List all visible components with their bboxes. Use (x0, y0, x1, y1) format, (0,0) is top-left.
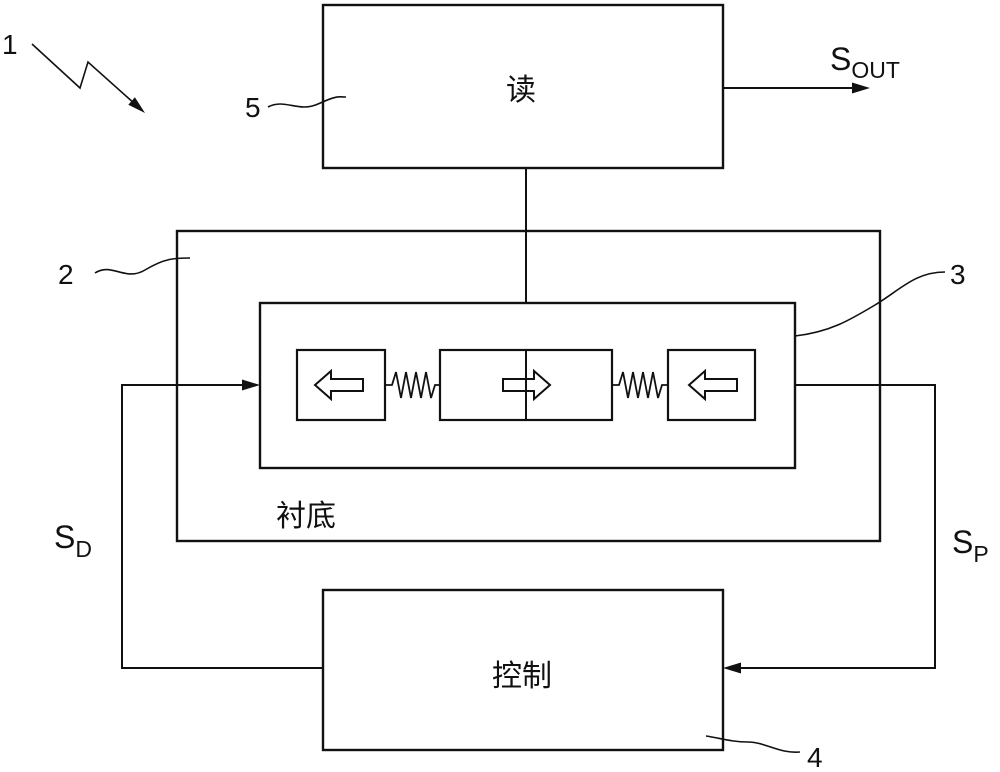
read-block: 读 (321, 3, 725, 170)
read-block-label: 读 (506, 73, 536, 108)
ref-group-1: 1 (2, 29, 145, 113)
signal-sd-subscript: D (75, 536, 92, 562)
signal-sout-label: SOUT (830, 41, 900, 83)
ref-leader-5 (267, 96, 347, 108)
arrow-left-icon (313, 368, 364, 402)
signal-sp-line (740, 384, 936, 669)
signal-sd-symbol: S (54, 519, 75, 555)
signal-sd-label: SD (54, 519, 92, 562)
ref-numeral-2: 2 (58, 259, 74, 290)
signal-sp-symbol: S (952, 524, 973, 560)
ref-group-3: 3 (794, 259, 966, 337)
signal-sp-arrowhead (723, 662, 741, 674)
ref-leader-3 (794, 271, 946, 337)
signal-sout-arrowhead (852, 82, 870, 94)
ref-leader-2 (94, 257, 191, 275)
signal-sout-subscript: OUT (851, 57, 900, 83)
spring-icon (612, 371, 668, 399)
ref-numeral-3: 3 (950, 259, 966, 290)
ref-group-2: 2 (58, 257, 191, 290)
control-block-frame (321, 588, 725, 752)
signal-sd-path (121, 379, 323, 669)
signal-sout-symbol: S (830, 41, 851, 77)
signal-sout-arrow (723, 82, 870, 94)
signal-sp-subscript: P (973, 541, 988, 567)
ref-numeral-5: 5 (245, 92, 261, 123)
control-block: 控制 (321, 588, 725, 752)
spring-icon (385, 371, 440, 399)
signal-sp-label: SP (952, 524, 989, 567)
structure-frame (258, 301, 797, 470)
ref-group-5: 5 (245, 92, 347, 123)
control-block-label: 控制 (492, 659, 552, 694)
ref-numeral-1: 1 (2, 29, 18, 60)
structure-block (258, 301, 797, 470)
ref-leader-1 (31, 43, 133, 102)
signal-sd-arrowhead (242, 379, 260, 391)
ref-numeral-4: 4 (807, 742, 823, 772)
signal-sd-line (121, 384, 323, 669)
ref-leader-1-arrowhead (128, 97, 145, 113)
arrow-left-icon (687, 368, 738, 402)
ref-leader-4 (705, 735, 801, 753)
read-block-frame (321, 3, 725, 170)
substrate-label: 衬底 (276, 499, 336, 534)
signal-sp-path (723, 384, 936, 674)
ref-group-4: 4 (705, 735, 823, 772)
